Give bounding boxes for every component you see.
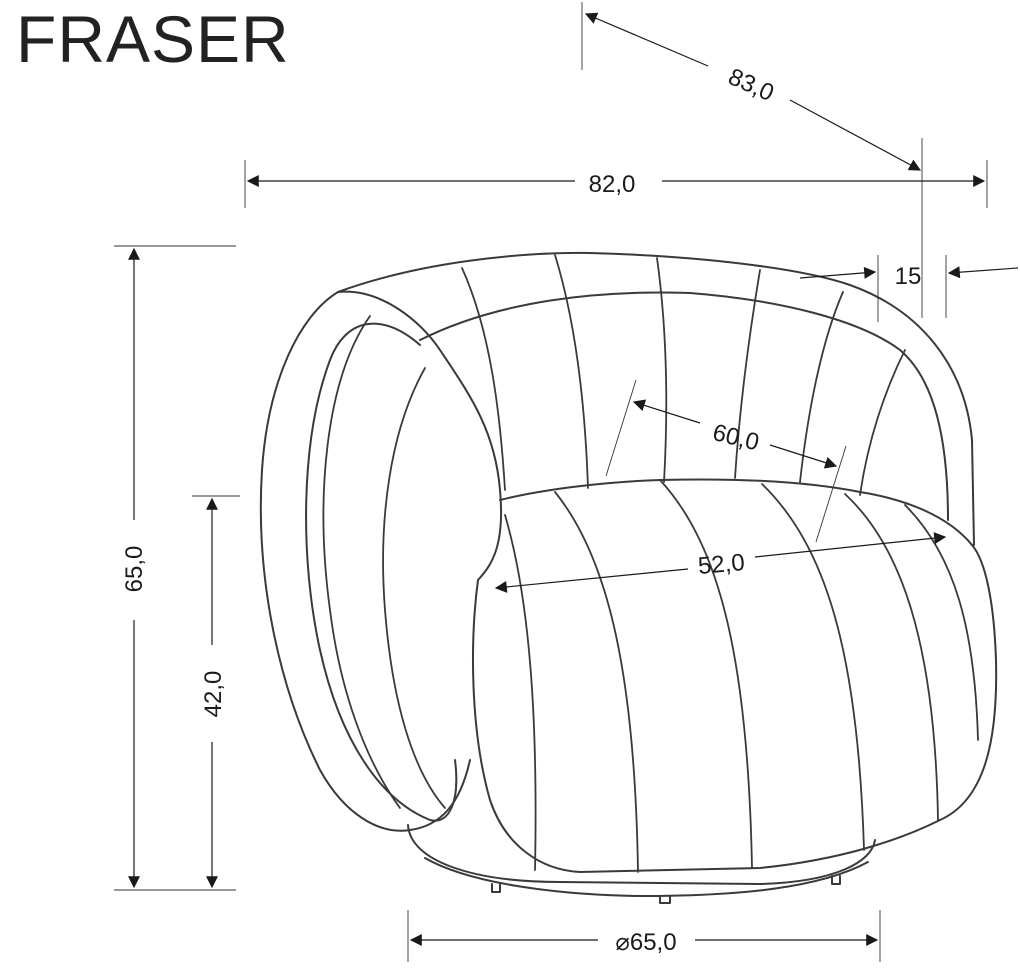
back-rib xyxy=(734,269,761,479)
left-arm-inner xyxy=(337,290,502,581)
dimension-seat-height: 42,0 xyxy=(192,495,240,889)
seat-height-label: 42,0 xyxy=(200,671,227,718)
seat-width-label: 52,0 xyxy=(697,549,746,580)
base-bottom xyxy=(424,857,869,897)
seat-depth-label: 60,0 xyxy=(710,419,762,457)
seat-front xyxy=(472,544,998,873)
chair-outline xyxy=(259,251,998,904)
base-foot-mid xyxy=(659,895,671,904)
dimension-arm: 15 xyxy=(799,255,1019,322)
seat-top xyxy=(499,478,973,546)
seat-rib xyxy=(904,504,979,741)
seat-rib xyxy=(844,493,939,821)
dimension-seat-width: 52,0 xyxy=(494,532,947,593)
base-foot-right xyxy=(831,875,841,885)
back-rib xyxy=(461,267,506,491)
seat-rib xyxy=(554,491,639,873)
height-label: 65,0 xyxy=(121,546,148,593)
back-rib xyxy=(656,257,668,483)
left-arm-outer xyxy=(259,291,471,832)
back-rib xyxy=(554,254,589,489)
depth-label: 83,0 xyxy=(724,63,778,107)
product-title: FRASER xyxy=(16,2,290,76)
swivel-base xyxy=(407,824,876,885)
arm-rib xyxy=(322,315,401,809)
base-diameter-label: ⌀65,0 xyxy=(615,929,676,956)
dimension-height: 65,0 xyxy=(114,245,236,891)
seat-rib xyxy=(761,483,865,851)
backrest-inner-top xyxy=(419,291,949,521)
dimension-base-diameter: ⌀65,0 xyxy=(407,910,881,962)
base-foot-left xyxy=(491,883,501,893)
left-arm-front xyxy=(305,322,458,822)
width-label: 82,0 xyxy=(589,171,636,198)
dimension-width: 82,0 xyxy=(244,160,988,208)
backrest-top xyxy=(337,251,975,546)
arm-rib xyxy=(382,367,446,809)
dimension-depth: 83,0 xyxy=(581,2,923,318)
arm-label: 15 xyxy=(895,263,922,290)
seat-rib xyxy=(659,479,753,869)
back-rib xyxy=(859,349,906,496)
seat-rib xyxy=(504,514,537,871)
dimension-seat-depth: 60,0 xyxy=(605,379,847,543)
